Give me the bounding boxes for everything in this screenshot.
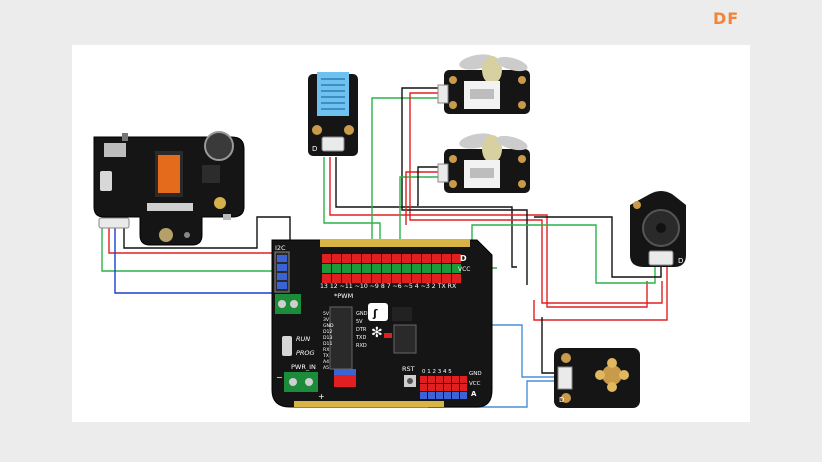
shield-rst-label: RST — [402, 365, 415, 373]
wires — [101, 87, 668, 408]
spi-label-1: 3V — [323, 317, 330, 323]
temperature-sensor-module: D — [308, 72, 358, 156]
wire-buzzer-green — [471, 224, 656, 284]
spi-label-8: A4 — [323, 359, 329, 365]
svg-text:ʃ: ʃ — [372, 307, 378, 320]
spi-label-2: GND — [323, 323, 334, 329]
spi-label-7: TX — [322, 353, 329, 359]
wire-camera-blue — [114, 228, 280, 294]
shield-vcc-label: VCC — [458, 266, 470, 273]
dbg-label-1: 5V — [356, 319, 363, 325]
spi-label-5: D11 — [323, 341, 332, 347]
wire-fanbot-red — [405, 171, 444, 225]
wire-flame-blue — [488, 324, 556, 378]
dbg-label-2: DTR — [356, 327, 367, 333]
wire-fanbot-green — [399, 176, 444, 240]
wiring-diagram-canvas: D D — [72, 45, 750, 422]
camera-module — [93, 131, 245, 246]
wire-fantop-green — [371, 97, 444, 240]
shield-pin-row-label: 13 12 ~11 ~10 ~9 8 7 ~6 ~5 4 ~3 2 TX RX — [320, 283, 457, 290]
dbg-label-4: RXD — [356, 343, 367, 349]
wire-buzzer-red — [533, 267, 668, 321]
shield-pwr-in-label: PWR_IN — [291, 363, 316, 371]
fan-module-bottom — [437, 133, 530, 193]
wiring-diagram: D D — [93, 54, 686, 408]
spi-label-3: D12 — [323, 329, 332, 335]
svg-text:+: + — [318, 392, 325, 401]
shield-vcc2-label: VCC — [469, 381, 481, 387]
svg-text:−: − — [276, 373, 283, 382]
spi-label-9: A5 — [323, 365, 329, 371]
shield-d-label: D — [460, 254, 467, 263]
flame-d-label: D — [559, 396, 564, 404]
wire-camera-green — [101, 228, 280, 272]
df-logo: DF — [713, 9, 740, 28]
fan-module-top — [437, 54, 530, 114]
wire-fanbot-black — [417, 166, 444, 206]
flame-sensor-module: D — [554, 348, 640, 408]
spi-label-6: RX — [323, 347, 329, 353]
buzzer-module: D — [630, 191, 686, 267]
svg-text:✻: ✻ — [371, 325, 383, 341]
shield-gnd-label: GND — [469, 371, 482, 377]
buzzer-d-label: D — [678, 257, 683, 265]
wire-temp-green — [323, 157, 381, 240]
spi-label-4: D13 — [323, 335, 332, 341]
wire-flame-black — [541, 317, 556, 374]
wire-fantop-black — [401, 87, 528, 285]
wire-camera-red — [108, 228, 280, 254]
wire-temp-black — [335, 157, 517, 268]
spi-label-0: 5V — [323, 311, 330, 317]
temp-sensor-d-label: D — [312, 145, 317, 153]
shield-prog-label: PROG — [296, 349, 315, 357]
shield-i2c-label: I2C — [275, 244, 286, 252]
wire-camera-black — [123, 216, 291, 249]
wire-fantop-red — [409, 92, 663, 304]
shield-a-label: A — [471, 390, 477, 398]
io-expansion-shield: D VCC 13 12 ~11 ~10 ~9 8 7 ~6 ~5 4 ~3 2 … — [271, 239, 493, 408]
shield-analog-row-label: 0 1 2 3 4 5 — [422, 369, 452, 375]
shield-run-label: RUN — [296, 335, 310, 343]
dbg-label-3: TXD — [355, 335, 366, 341]
dbg-label-0: GND — [356, 311, 368, 317]
shield-pwm-label: *PWM — [334, 292, 353, 300]
wire-buzzer-black — [534, 216, 662, 278]
